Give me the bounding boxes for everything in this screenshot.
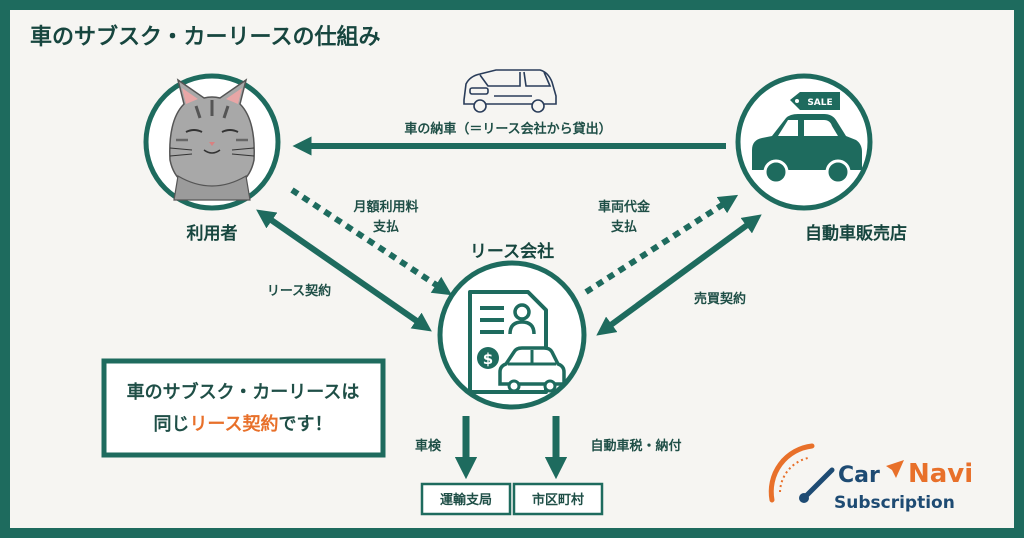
lease-company-label: リース会社 bbox=[470, 241, 554, 262]
callout-post: です！ bbox=[279, 414, 333, 435]
dealer-car-icon bbox=[752, 114, 862, 185]
inspection-label: 車検 bbox=[415, 438, 442, 454]
vehicle-cost-label-1: 車両代金 bbox=[598, 199, 651, 215]
car-navi-logo: Car Navi Subscription bbox=[768, 443, 973, 513]
user-node bbox=[143, 73, 281, 211]
monthly-fee-arrow bbox=[290, 187, 453, 296]
user-label: 利用者 bbox=[187, 223, 238, 244]
delivery-label: 車の納車（＝リース会社から貸出） bbox=[404, 121, 611, 137]
transport-office-box: 運輸支局 bbox=[420, 482, 512, 516]
dealer-node: SALE bbox=[735, 73, 873, 211]
cat-icon bbox=[169, 78, 255, 201]
lease-car-icon bbox=[498, 346, 566, 393]
logo-navi-text: Navi bbox=[908, 459, 973, 489]
municipality-text: 市区町村 bbox=[532, 492, 584, 508]
lease-contract-label: リース契約 bbox=[267, 283, 331, 299]
speedometer-icon bbox=[768, 443, 835, 503]
car-tax-label: 自動車税・納付 bbox=[590, 438, 681, 454]
callout-box: 車のサブスク・カーリースは 同じリース契約です！ bbox=[101, 358, 386, 458]
sale-tag: SALE bbox=[790, 92, 840, 110]
callout-pre: 同じ bbox=[153, 414, 189, 435]
sale-tag-text: SALE bbox=[807, 98, 832, 108]
page-title: 車のサブスク・カーリースの仕組み bbox=[30, 24, 380, 50]
callout-line-2: 同じリース契約です！ bbox=[153, 413, 332, 435]
lease-contract-arrow bbox=[256, 209, 432, 332]
logo-subscription-text: Subscription bbox=[834, 493, 955, 513]
sales-contract-label: 売買契約 bbox=[694, 291, 746, 307]
vehicle-cost-label-2: 支払 bbox=[610, 219, 637, 235]
logo-car-text: Car bbox=[838, 463, 880, 488]
monthly-fee-label-1: 月額利用料 bbox=[352, 199, 418, 215]
lease-company-node: $ bbox=[437, 260, 587, 410]
suv-icon bbox=[463, 69, 557, 113]
paper-plane-icon bbox=[886, 460, 904, 478]
svg-text:$: $ bbox=[483, 350, 493, 368]
callout-line-1: 車のサブスク・カーリースは bbox=[127, 381, 360, 403]
callout-accent: リース契約 bbox=[189, 413, 278, 435]
sales-contract-arrow bbox=[596, 214, 762, 336]
municipality-box: 市区町村 bbox=[512, 482, 604, 516]
transport-office-text: 運輸支局 bbox=[440, 492, 492, 508]
monthly-fee-label-2: 支払 bbox=[372, 219, 399, 235]
dealer-label: 自動車販売店 bbox=[805, 223, 907, 244]
